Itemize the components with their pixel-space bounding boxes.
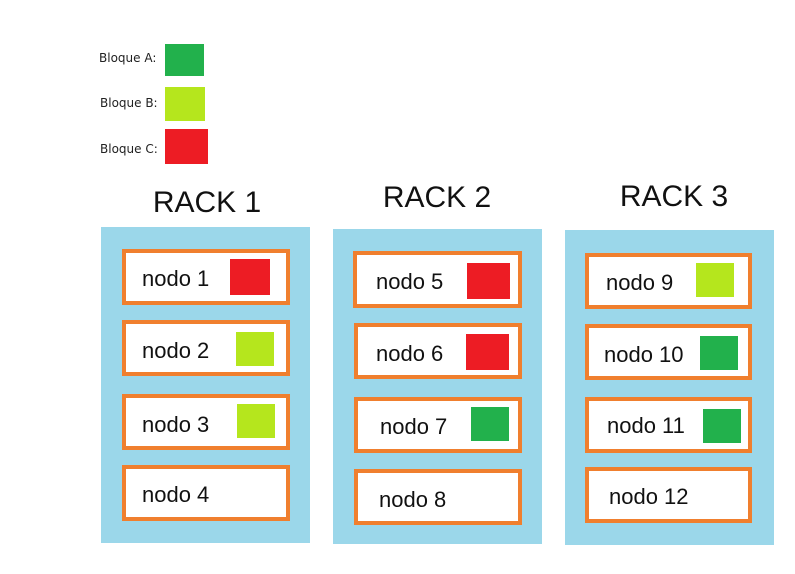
legend-label-b: Bloque B: — [100, 96, 158, 110]
node-9: nodo 9 — [585, 253, 752, 309]
node-3-block-b — [237, 404, 275, 438]
node-11-block-a — [703, 409, 741, 443]
node-11: nodo 11 — [585, 397, 752, 453]
legend-swatch-a — [165, 44, 204, 76]
node-1-block-c — [230, 259, 270, 295]
rack-2-title: RACK 2 — [382, 181, 492, 214]
node-3-label: nodo 3 — [142, 412, 210, 437]
node-3: nodo 3 — [122, 394, 290, 450]
node-7: nodo 7 — [354, 397, 522, 453]
rack-2: nodo 5 nodo 6 nodo 7 nodo 8 — [333, 229, 542, 544]
node-10-block-a — [700, 336, 738, 370]
node-1-label: nodo 1 — [142, 266, 210, 291]
node-1: nodo 1 — [122, 249, 290, 305]
rack-1: nodo 1 nodo 2 nodo 3 nodo 4 — [101, 227, 310, 543]
node-9-block-b — [696, 263, 734, 297]
rack-3-title: RACK 3 — [619, 180, 729, 213]
legend-label-a: Bloque A: — [99, 51, 157, 65]
node-5-block-c — [467, 263, 510, 299]
node-4: nodo 4 — [122, 465, 290, 521]
node-5-label: nodo 5 — [376, 269, 444, 294]
node-5: nodo 5 — [353, 251, 522, 308]
node-12-label: nodo 12 — [609, 484, 689, 509]
node-8: nodo 8 — [354, 469, 522, 525]
node-6-block-c — [466, 334, 509, 370]
node-2-label: nodo 2 — [142, 338, 210, 363]
legend-swatch-b — [165, 87, 205, 121]
node-7-label: nodo 7 — [380, 414, 448, 439]
legend-label-c: Bloque C: — [100, 142, 158, 156]
node-4-label: nodo 4 — [142, 482, 210, 507]
node-7-block-a — [471, 407, 509, 441]
legend-swatch-c — [165, 129, 208, 164]
node-2: nodo 2 — [122, 320, 290, 376]
node-11-label: nodo 11 — [607, 413, 685, 438]
node-12: nodo 12 — [585, 467, 752, 523]
node-10: nodo 10 — [585, 324, 752, 380]
node-2-block-b — [236, 332, 274, 366]
node-10-label: nodo 10 — [604, 342, 684, 367]
node-6: nodo 6 — [354, 323, 522, 379]
node-9-label: nodo 9 — [606, 270, 674, 295]
node-6-label: nodo 6 — [376, 341, 444, 366]
rack-3: nodo 9 nodo 10 nodo 11 nodo 12 — [565, 230, 774, 545]
node-8-label: nodo 8 — [379, 487, 447, 512]
rack-1-title: RACK 1 — [152, 186, 262, 219]
